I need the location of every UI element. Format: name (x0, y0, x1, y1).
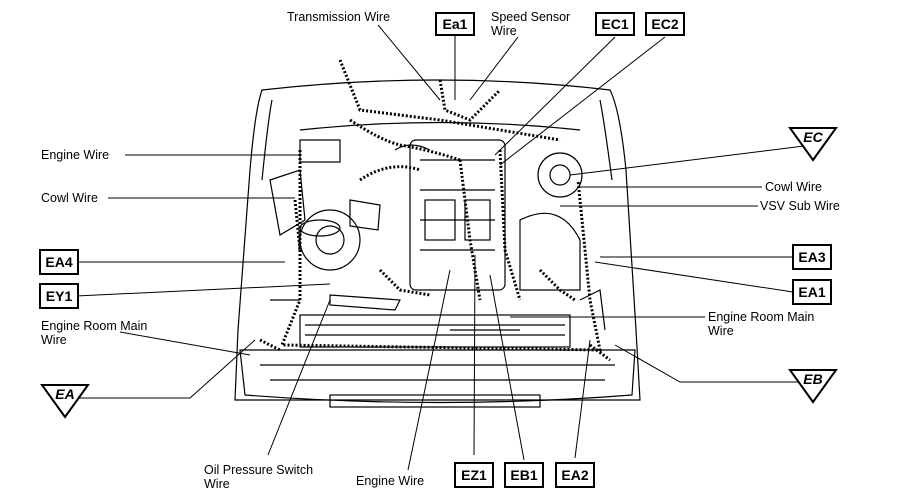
oil-pressure-switch-wire-label-line2: Wire (204, 477, 230, 491)
code-ez1: EZ1 (461, 467, 487, 483)
vsv-sub-wire-label: VSV Sub Wire (760, 199, 840, 213)
triangle-ea: EA (40, 384, 90, 419)
engine-wire-label-left: Engine Wire (41, 148, 109, 162)
vehicle-outline (234, 79, 641, 408)
code-box-ec2: EC2 (645, 12, 685, 36)
code-ec1: EC1 (601, 16, 628, 32)
code-box-ez1: EZ1 (454, 462, 494, 488)
triangle-markers: EC EA EB (40, 127, 838, 419)
code-box-ea3: EA3 (792, 244, 832, 270)
speed-sensor-wire-label: Speed Sensor (491, 10, 570, 24)
triangle-eb: EB (788, 369, 838, 404)
code-ea3: EA3 (798, 249, 825, 265)
triangle-eb-label: EB (803, 371, 822, 387)
cowl-wire-label-left: Cowl Wire (41, 191, 98, 205)
leader-lines (66, 24, 813, 471)
code-box-ec1: EC1 (595, 12, 635, 36)
cowl-wire-label-right: Cowl Wire (765, 180, 822, 194)
code-box-ea4: EA4 (39, 249, 79, 275)
triangle-ec: EC (788, 127, 838, 162)
speed-sensor-wire-label-line2: Wire (491, 24, 517, 38)
triangle-ea-label: EA (55, 386, 74, 402)
code-ec2: EC2 (651, 16, 678, 32)
engine-room-main-wire-label-right: Engine Room Main (708, 310, 814, 324)
engine-room-main-wire-label-left: Engine Room Main (41, 319, 147, 333)
code-box-ea1: EA1 (792, 279, 832, 305)
code-ey1: EY1 (46, 288, 73, 304)
code-box-eb1: EB1 (504, 462, 544, 488)
oil-pressure-switch-wire-label: Oil Pressure Switch (204, 463, 313, 477)
code-box-ea2: EA2 (555, 462, 595, 488)
code-ea1: EA1 (798, 284, 825, 300)
triangle-ec-label: EC (803, 129, 823, 145)
code-box-ey1: EY1 (39, 283, 79, 309)
code-ea2: EA2 (561, 467, 588, 483)
code-ea4: EA4 (45, 254, 72, 270)
harness-routing (259, 59, 611, 362)
wire-labels: Transmission Wire Speed Sensor Wire Engi… (41, 10, 840, 491)
code-ea1-lower: Ea1 (443, 16, 468, 32)
engine-room-main-wire-label-left-line2: Wire (41, 333, 67, 347)
code-eb1: EB1 (510, 467, 537, 483)
engine-wire-label-bottom: Engine Wire (356, 474, 424, 488)
engine-room-main-wire-label-right-line2: Wire (708, 324, 734, 338)
transmission-wire-label: Transmission Wire (287, 10, 390, 24)
connector-codes: Ea1 EC1 EC2 EA4 EY1 EA3 EA1 EZ1 (39, 12, 832, 488)
code-box-ea1-lower: Ea1 (435, 12, 475, 36)
